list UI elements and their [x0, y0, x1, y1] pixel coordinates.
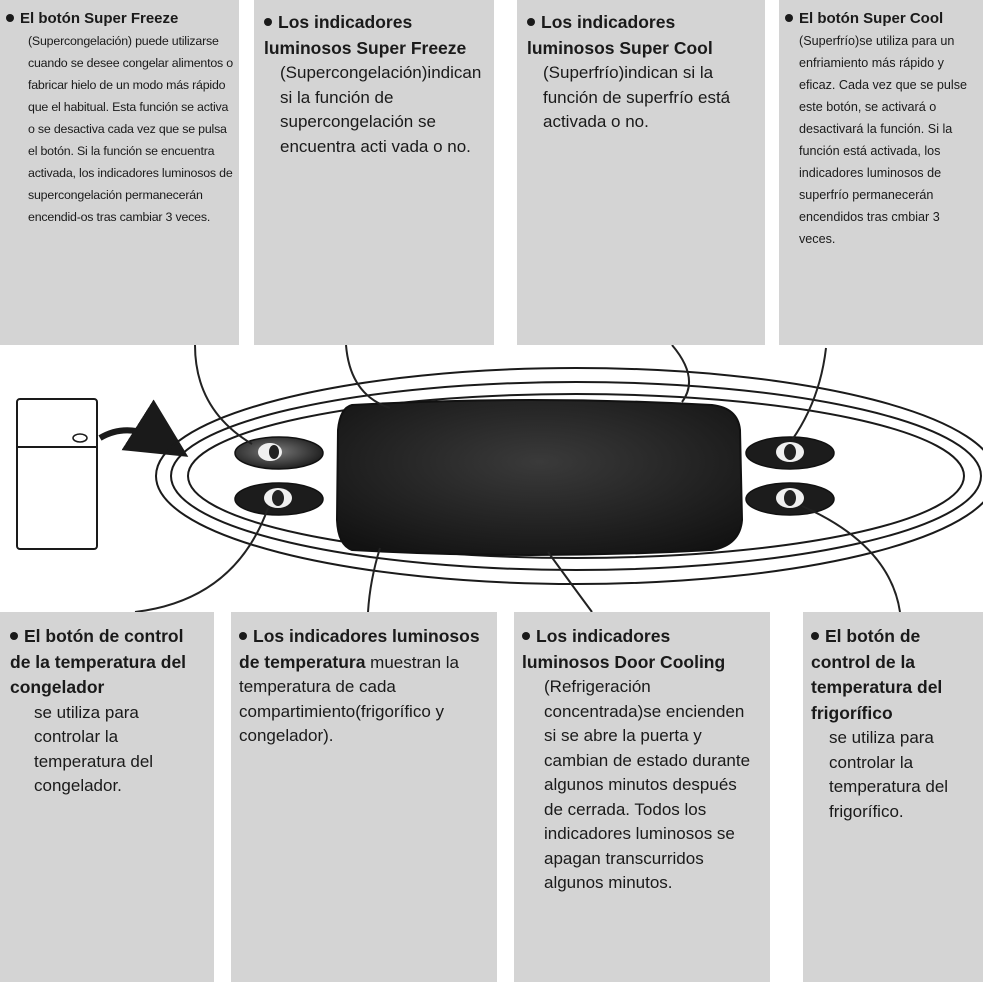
panel-outer-ellipse [155, 367, 983, 585]
box-title: El botón Super Cool [799, 10, 944, 27]
bullet-icon [264, 17, 272, 26]
leader-lines [134, 344, 901, 613]
box-body: muestran la temperatura de cada comparti… [239, 652, 459, 746]
bullet-icon [811, 631, 819, 640]
box-title: El botón de control de la temperatura de… [811, 626, 943, 723]
box-body: se utiliza para controlar la temperatura… [829, 728, 949, 821]
info-box-freezer-temp-button: El botón de control de la temperatura de… [0, 612, 214, 982]
bullet-icon [522, 631, 530, 640]
panel-middle-ellipse [170, 381, 982, 571]
panel-inner-ellipse [187, 393, 965, 559]
info-box-fridge-temp-button: El botón de control de la temperatura de… [803, 612, 983, 982]
box-title: Los indicadores luminosos Super Cool [527, 12, 713, 58]
box-body: (Supercongelación)indican si la función … [280, 63, 482, 156]
box-title: Los indicadores luminosos Door Cooling [522, 626, 726, 672]
box-body: se utiliza para controlar la temperatura… [34, 702, 154, 796]
bullet-icon [6, 13, 14, 22]
bullet-icon [10, 631, 18, 640]
bullet-icon [527, 17, 535, 26]
box-body: (Supercongelación) puede utilizarse cuan… [28, 34, 233, 224]
fridge-temp-button-graphic[interactable] [745, 482, 835, 516]
super-freeze-button-graphic[interactable] [234, 436, 324, 470]
box-body: (Superfrío)indican si la función de supe… [543, 63, 731, 131]
fridge-icon [16, 398, 98, 550]
freezer-temp-button-graphic[interactable] [234, 482, 324, 516]
box-body: (Superfrío)se utiliza para un enfriamien… [799, 34, 968, 246]
bullet-icon [239, 631, 247, 640]
box-title: Los indicadores luminosos de temperatura [239, 626, 480, 672]
info-box-super-freeze-button: El botón Super Freeze (Supercongelación)… [0, 0, 239, 345]
super-cool-button-graphic[interactable] [745, 436, 835, 470]
info-box-super-cool-indicators: Los indicadores luminosos Super Cool (Su… [517, 0, 765, 345]
box-title: Los indicadores luminosos Super Freeze [264, 12, 467, 58]
info-box-super-freeze-indicators: Los indicadores luminosos Super Freeze (… [254, 0, 494, 345]
info-box-temp-indicators: Los indicadores luminosos de temperatura… [231, 612, 497, 982]
box-title: El botón Super Freeze [20, 10, 179, 27]
display-panel [335, 399, 744, 556]
info-box-super-cool-button: El botón Super Cool (Superfrío)se utiliz… [779, 0, 983, 345]
info-box-door-cooling-indicators: Los indicadores luminosos Door Cooling (… [514, 612, 770, 982]
arrow-icon [98, 399, 189, 457]
bullet-icon [785, 13, 793, 22]
box-title: El botón de control de la temperatura de… [10, 626, 187, 697]
box-body: (Refrigeración concentrada)se encienden … [544, 677, 751, 892]
